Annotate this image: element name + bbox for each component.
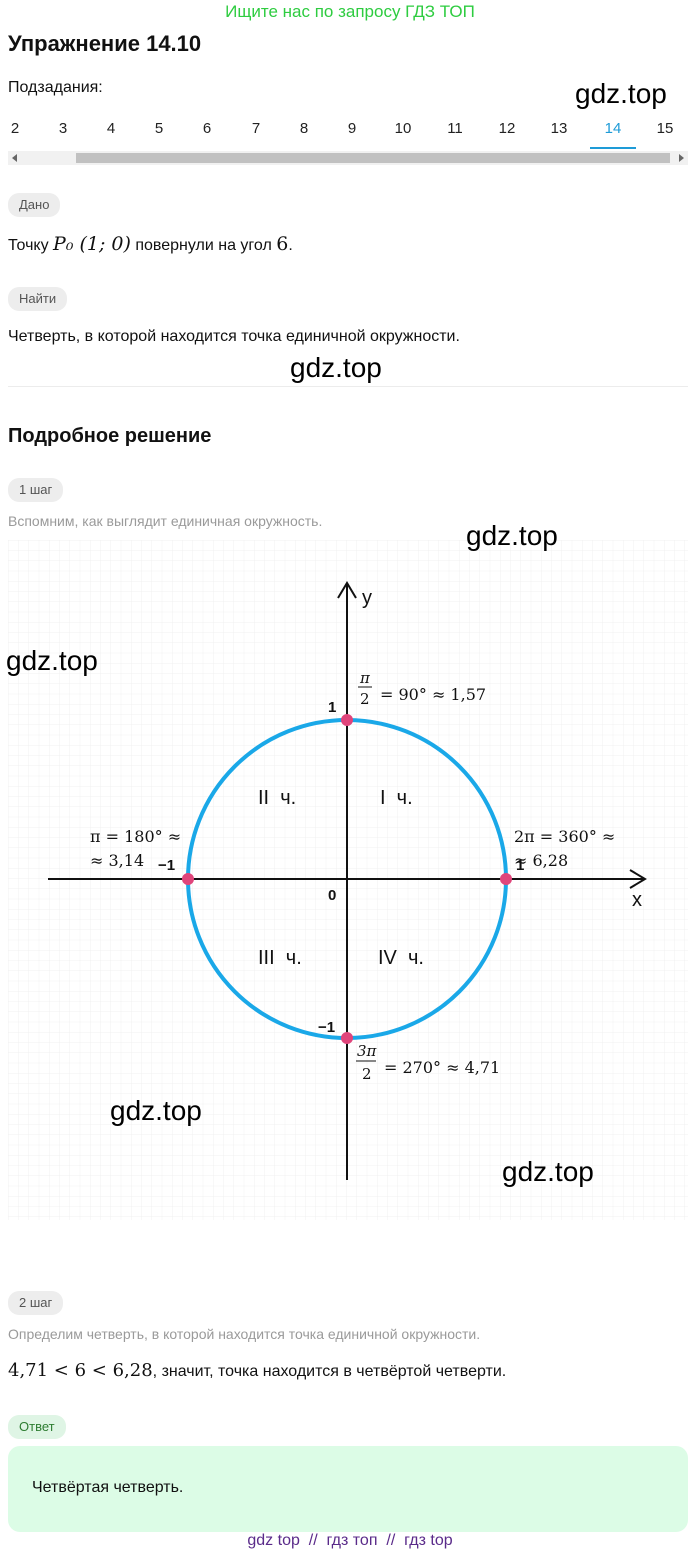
y-axis-arrow-icon [337, 581, 357, 599]
exercise-title: Упражнение 14.10 [8, 31, 202, 56]
find-text: Четверть, в которой находится точка един… [8, 328, 460, 345]
footer-links[interactable]: gdz top // гдз топ // гдз top [247, 1532, 453, 1549]
watermark: gdz.top [6, 645, 98, 676]
subtask-tab[interactable]: 3 [58, 120, 68, 137]
subtasks-label: Подзадания: [8, 79, 103, 96]
section-divider [8, 386, 688, 387]
origin-label: 0 [328, 887, 336, 904]
label-bottom-value: = 270° ≈ 4,71 [384, 1058, 500, 1077]
answer-badge: Ответ [8, 1415, 66, 1439]
tick-label-x-pos: 1 [516, 857, 524, 874]
subtask-tab[interactable]: 6 [202, 120, 212, 137]
subtask-tab[interactable]: 15 [656, 120, 674, 137]
step2-inequality: 4,71 < 6 < 6,28 [8, 1360, 153, 1381]
step2-badge: 2 шаг [8, 1291, 64, 1315]
label-left-line2: ≈ 3,14 [90, 851, 144, 870]
answer-box: Четвёртая четверть. [8, 1446, 688, 1532]
given-angle: 6 [276, 233, 289, 255]
tick-label-x-neg: −1 [158, 857, 175, 874]
subtask-tab[interactable]: 13 [550, 120, 568, 137]
subtask-tab[interactable]: 7 [251, 120, 261, 137]
step1-text: Вспомним, как выглядит единичная окружно… [8, 513, 323, 529]
scroll-left-arrow-icon[interactable] [12, 154, 17, 162]
subtask-tab[interactable]: 5 [154, 120, 164, 137]
subtask-tab[interactable]: 12 [498, 120, 516, 137]
given-suffix: . [288, 237, 293, 254]
point-2pi [500, 873, 512, 885]
step2-conclusion-text: , значит, точка находится в четвёртой че… [152, 1363, 507, 1380]
subtask-tabs: 2 3 4 5 6 7 8 9 10 11 12 13 14 15 [0, 118, 700, 148]
y-axis-label: y [362, 587, 372, 609]
given-middle: повернули на угол [130, 237, 277, 254]
given-prefix: Точку [8, 237, 54, 254]
subtask-tab[interactable]: 9 [347, 120, 357, 137]
subtask-tab[interactable]: 11 [447, 120, 463, 137]
subtask-tab[interactable]: 10 [394, 120, 412, 137]
scroll-right-arrow-icon[interactable] [679, 154, 684, 162]
given-text: Точку P₀ (1; 0) повернули на угол 6. [8, 233, 293, 255]
point-pi-over-2 [341, 714, 353, 726]
subtask-tab[interactable]: 8 [299, 120, 309, 137]
point-pi [182, 873, 194, 885]
step2-conclusion: 4,71 < 6 < 6,28, значит, точка находится… [8, 1360, 506, 1381]
label-bottom-numerator: 3π [357, 1042, 378, 1060]
label-top-numerator: π [359, 669, 371, 687]
x-axis-label: x [632, 889, 642, 911]
subtask-tab[interactable]: 2 [10, 120, 20, 137]
watermark: gdz.top [466, 520, 558, 551]
label-top-value: = 90° ≈ 1,57 [380, 685, 486, 704]
quadrant-3-label: III ч. [258, 947, 302, 969]
label-bottom-denominator: 2 [362, 1065, 372, 1083]
point-3pi-over-2 [341, 1032, 353, 1044]
label-right-line2: ≈ 6,28 [514, 851, 568, 870]
quadrant-2-label: II ч. [258, 787, 296, 809]
watermark: gdz.top [110, 1095, 202, 1126]
scroll-thumb[interactable] [76, 153, 670, 163]
search-banner[interactable]: Ищите нас по запросу ГДЗ ТОП [225, 2, 475, 21]
step1-badge: 1 шаг [8, 478, 64, 502]
subtask-tab[interactable]: 4 [106, 120, 116, 137]
given-point: P₀ (1; 0) [53, 233, 131, 255]
given-badge: Дано [8, 193, 61, 217]
solution-title: Подробное решение [8, 425, 212, 447]
quadrant-4-label: IV ч. [378, 947, 424, 969]
tick-label-y-neg: −1 [318, 1019, 335, 1036]
unit-circle-diagram: y x 0 1 −1 1 −1 I ч. II ч. III ч. IV ч. … [8, 540, 688, 1220]
step2-text: Определим четверть, в которой находится … [8, 1326, 481, 1342]
find-badge: Найти [8, 287, 68, 311]
label-right-line1: 2π = 360° ≈ [514, 827, 615, 846]
label-top-denominator: 2 [360, 690, 370, 708]
watermark: gdz.top [575, 78, 667, 109]
label-left-line1: π = 180° ≈ [90, 827, 181, 846]
x-axis-arrow-icon [629, 869, 647, 889]
watermark: gdz.top [502, 1156, 594, 1187]
watermark: gdz.top [290, 352, 382, 383]
subtask-tab-active[interactable]: 14 [604, 120, 622, 137]
quadrant-1-label: I ч. [380, 787, 413, 809]
tick-label-y-pos: 1 [328, 699, 336, 716]
active-tab-indicator [590, 147, 636, 149]
answer-text: Четвёртая четверть. [32, 1479, 184, 1496]
tabs-scrollbar[interactable] [8, 151, 688, 165]
